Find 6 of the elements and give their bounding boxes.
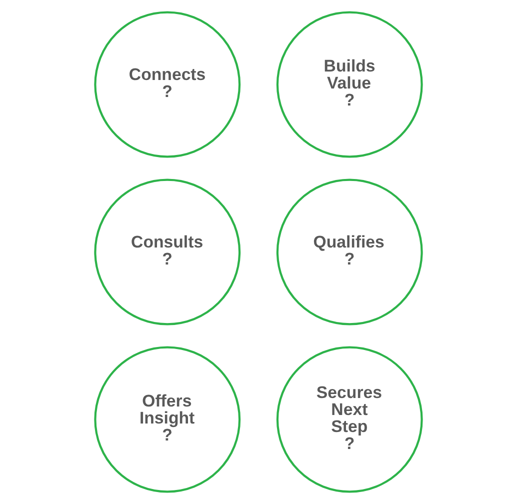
node-circle: Qualifies ?: [276, 178, 423, 326]
node-circle: Secures Next Step ?: [276, 346, 423, 493]
node-circle: Connects ?: [94, 11, 241, 158]
node-circle: Consults ?: [94, 178, 241, 326]
node-circle: Builds Value ?: [276, 11, 423, 158]
node-circle: Offers Insight ?: [94, 346, 241, 493]
